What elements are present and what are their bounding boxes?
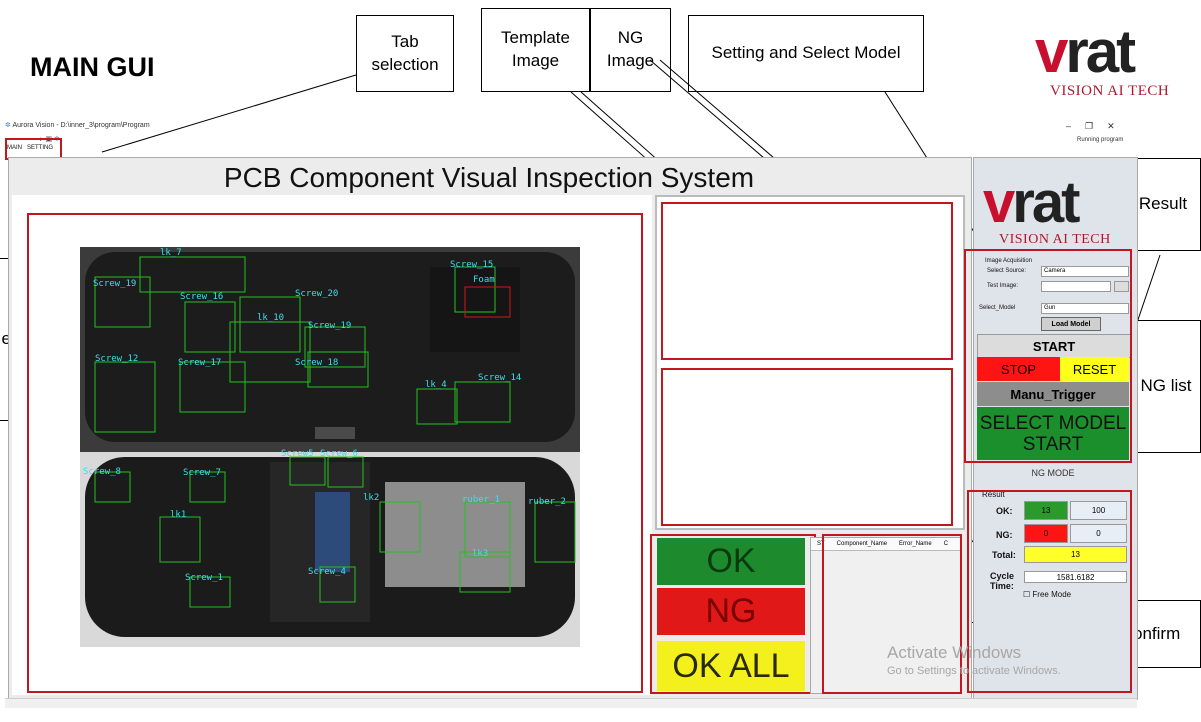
ok-count: 13 — [1024, 501, 1068, 520]
panel-logo-subtitle: VISION AI TECH — [999, 232, 1111, 247]
svg-text:Screw_18: Screw_18 — [295, 358, 338, 368]
svg-text:Screw_12: Screw_12 — [95, 354, 138, 364]
svg-text:Screw_7: Screw_7 — [183, 468, 221, 478]
select-model-start-button[interactable]: SELECT MODEL START — [977, 407, 1129, 460]
reset-button[interactable]: RESET — [1060, 357, 1129, 381]
browse-button[interactable] — [1114, 281, 1129, 292]
ok-count-label: OK: — [996, 506, 1013, 516]
svg-text:Screw_19: Screw_19 — [93, 279, 136, 289]
acquisition-label: Image Acquisition — [985, 258, 1033, 264]
svg-text:Screw_19: Screw_19 — [308, 321, 351, 331]
highlight-main-image — [27, 213, 643, 693]
ng-image-panel — [661, 368, 953, 526]
tab-bar: MAIN SETTING — [7, 145, 53, 151]
highlight-result — [967, 490, 1132, 693]
svg-text:Screw_4: Screw_4 — [308, 567, 346, 577]
svg-text:lk_7: lk_7 — [160, 248, 182, 258]
result-title: Result — [982, 490, 1005, 499]
panel-logo: vrat — [983, 170, 1080, 235]
svg-text:ruber_2: ruber_2 — [528, 497, 566, 507]
select-model-label: Select_Model — [979, 305, 1016, 311]
svg-text:lk_10: lk_10 — [257, 313, 284, 323]
cycle-time-label: Cycle Time: — [990, 571, 1015, 591]
callout-template-image: Template Image — [481, 8, 590, 92]
test-image-label: Test Image: — [987, 283, 1019, 289]
source-label: Select Source: — [987, 268, 1027, 274]
ng-count: 0 — [1024, 524, 1068, 543]
table-header[interactable]: Component_Name — [836, 541, 888, 547]
highlight-ng-list — [822, 534, 962, 694]
brand-logo: vrat — [1035, 18, 1136, 85]
ok-all-button[interactable]: OK ALL — [657, 641, 805, 691]
close-icon[interactable]: ✕ — [1107, 121, 1129, 131]
table-header[interactable]: ST — [817, 541, 825, 547]
ng-percent: 0 — [1070, 524, 1127, 543]
callout-setting-select-model: Setting and Select Model — [688, 15, 924, 92]
manual-trigger-button[interactable]: Manu_Trigger — [977, 382, 1129, 406]
svg-text:lk_4: lk_4 — [425, 380, 447, 390]
table-header[interactable]: C — [943, 541, 949, 547]
app-title: PCB Component Visual Inspection System — [223, 162, 755, 193]
svg-text:Screw_15: Screw_15 — [450, 260, 493, 270]
svg-text:lk1: lk1 — [170, 510, 186, 520]
svg-text:ruber_1: ruber_1 — [462, 495, 500, 505]
window-title: Aurora Vision - D:\inner_3\program\Progr… — [12, 122, 150, 129]
svg-text:Screw_17: Screw_17 — [178, 358, 221, 368]
window-titlebar: ✲ Aurora Vision - D:\inner_3\program\Pro… — [5, 121, 1137, 135]
svg-text:Screw_8: Screw_8 — [83, 467, 121, 477]
image-panels-area — [655, 195, 965, 530]
free-mode-checkbox[interactable]: ☐ Free Mode — [1023, 590, 1072, 599]
load-model-button[interactable]: Load Model — [1041, 317, 1101, 331]
app-icon: ✲ — [5, 122, 11, 129]
free-mode-label: Free Mode — [1032, 590, 1072, 599]
ng-button[interactable]: NG — [657, 588, 805, 635]
svg-text:Screw5: Screw5 — [281, 449, 314, 459]
callout-tab-selection: Tab selection — [356, 15, 454, 92]
test-image-input[interactable] — [1041, 281, 1111, 292]
mode-label: NG MODE — [1031, 468, 1075, 478]
table-header[interactable]: Error_Name — [899, 541, 932, 547]
svg-text:Screw_1: Screw_1 — [185, 573, 223, 583]
ng-count-label: NG: — [996, 530, 1013, 540]
stop-button[interactable]: STOP — [977, 357, 1060, 381]
ok-percent: 100 — [1070, 501, 1127, 520]
minimize-icon[interactable]: – — [1066, 121, 1086, 131]
total-label: Total: — [992, 550, 1016, 560]
horizontal-scrollbar[interactable] — [5, 698, 1137, 708]
source-select[interactable]: Camera — [1041, 266, 1129, 277]
callout-ng-list: NG list — [1131, 320, 1201, 453]
ok-button[interactable]: OK — [657, 538, 805, 585]
window-controls: –❐✕ — [1066, 121, 1129, 132]
template-image-panel — [661, 202, 953, 360]
svg-text:Screw_20: Screw_20 — [295, 289, 338, 299]
svg-text:Screw_16: Screw_16 — [180, 292, 223, 302]
watermark-title: Activate Windows — [887, 643, 1022, 662]
restore-icon[interactable]: ❐ — [1085, 121, 1108, 131]
slide-title: MAIN GUI — [30, 52, 155, 82]
brand-logo-subtitle: VISION AI TECH — [1050, 83, 1170, 99]
callout-ng-image: NG Image — [590, 8, 671, 92]
cycle-time-value: 1581.6182 — [1024, 571, 1127, 583]
highlight-setting — [964, 249, 1132, 463]
svg-text:lk2: lk2 — [363, 493, 379, 503]
status-running: Running program — [1077, 137, 1124, 143]
highlight-confirm — [650, 534, 816, 694]
total-value: 13 — [1024, 546, 1127, 563]
select-model-dropdown[interactable]: Gun — [1041, 303, 1129, 314]
svg-text:lk3: lk3 — [472, 549, 488, 559]
svg-text:Screw_14: Screw_14 — [478, 373, 521, 383]
svg-text:Foam: Foam — [473, 275, 495, 285]
ng-list-table: ST Component_Name Error_Name C — [810, 537, 962, 694]
svg-text:Screw_6: Screw_6 — [320, 449, 358, 459]
watermark-subtitle: Go to Settings to activate Windows. — [887, 665, 1061, 677]
tab-main[interactable]: MAIN — [7, 145, 22, 151]
tab-setting[interactable]: SETTING — [27, 145, 54, 151]
